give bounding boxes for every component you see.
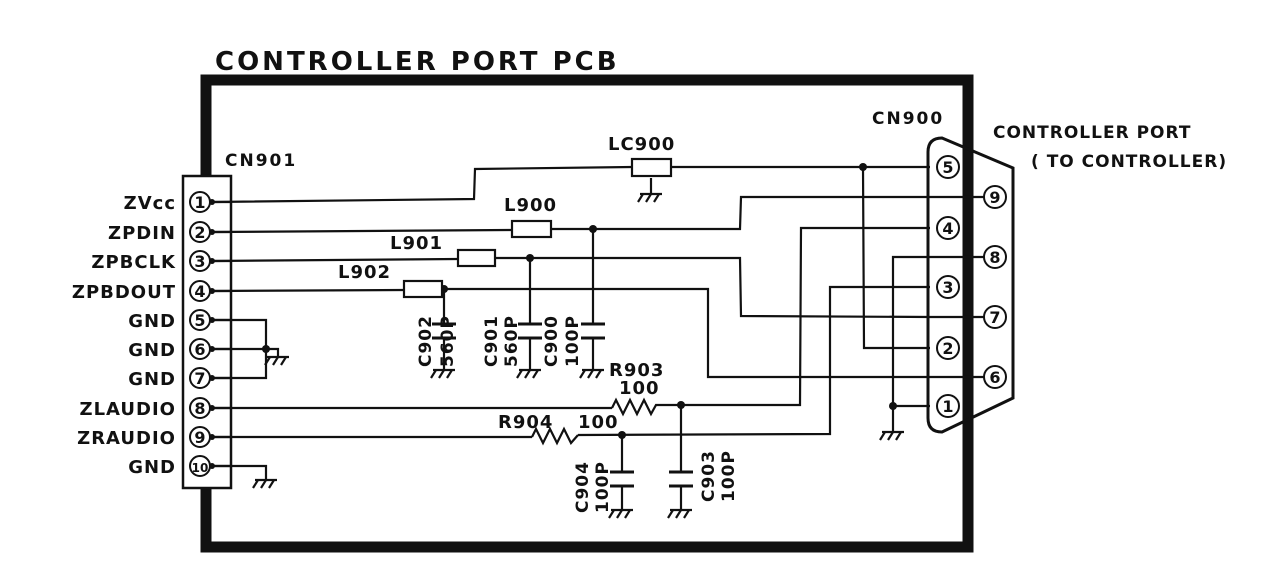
cn901-pin-label: ZVcc	[124, 193, 176, 214]
ground-icon	[430, 368, 455, 379]
c903-value: 100P	[719, 450, 739, 502]
lc900-inductor	[630, 157, 673, 178]
cn900-pin-5	[936, 155, 960, 179]
cn901-pin-label: ZRAUDIO	[77, 428, 176, 449]
cn901-pin-label: ZPDIN	[108, 223, 176, 244]
ground-icon	[667, 508, 692, 519]
cn900-pin-number: 4	[942, 219, 953, 238]
board-title: CONTROLLER PORT PCB	[215, 47, 620, 77]
cn901-pin-number: 2	[194, 223, 205, 242]
r904-value: 100	[578, 412, 619, 433]
c903-label: C903	[699, 450, 719, 502]
controller-port-label: CONTROLLER PORT	[993, 123, 1191, 143]
wires	[211, 165, 931, 510]
cn901-label: CN901	[225, 151, 297, 171]
cn900-pin-number: 1	[942, 397, 953, 416]
ground-icon	[579, 368, 604, 379]
cn900-pin-4	[936, 216, 960, 240]
cn900-pin-number: 6	[989, 368, 1000, 387]
r903-resistor	[611, 397, 660, 417]
cn901-pin-number: 4	[194, 282, 205, 301]
c902-label: C902	[416, 315, 436, 367]
ground-icon	[879, 430, 904, 441]
cn900-pin-9	[983, 185, 1007, 209]
cn901-pin-label: ZPBDOUT	[72, 282, 176, 303]
cn900-pin-number: 5	[942, 158, 953, 177]
capacitor-plates	[432, 322, 693, 488]
cn900-dsub-shell	[926, 136, 1015, 434]
ground-icon	[264, 355, 289, 366]
cn900-pin-7	[983, 305, 1007, 329]
cn901-pin-number: 7	[194, 369, 205, 388]
cn901-pin-label: GND	[128, 369, 176, 390]
l902-label: L902	[338, 262, 391, 283]
l901-label: L901	[390, 233, 443, 254]
cn901-pin-number: 5	[194, 311, 205, 330]
cn900-label: CN900	[872, 109, 944, 129]
cn901-pin-label: ZPBCLK	[91, 252, 176, 273]
c900-label: C900	[542, 315, 562, 367]
ground-symbols	[252, 192, 904, 519]
r904-label: R904	[498, 412, 553, 433]
c901-value: 560P	[502, 315, 522, 367]
cn901-pin-label: GND	[128, 457, 176, 478]
cn901-pin-label: ZLAUDIO	[80, 399, 176, 420]
l900-label: L900	[504, 195, 557, 216]
r904-resistor	[531, 426, 579, 446]
cn900-pins: 1 2 3 4 5 6 7 8 9	[930, 155, 1007, 418]
r903-label: R903	[609, 360, 664, 381]
cn900-pin-1	[936, 394, 960, 418]
l901-inductor	[456, 248, 497, 268]
c904-label: C904	[573, 461, 593, 513]
ground-icon	[516, 368, 541, 379]
c904-value: 100P	[593, 461, 613, 513]
lc900-label: LC900	[608, 134, 675, 155]
cn901-pin-number: 1	[194, 193, 205, 212]
junctions	[209, 163, 897, 469]
cn900-pin-number: 7	[989, 308, 1000, 327]
c901-label: C901	[482, 315, 502, 367]
cn901-pin-label: GND	[128, 340, 176, 361]
cn900-pin-number: 3	[942, 278, 953, 297]
l900-inductor	[510, 219, 553, 239]
cn900-pin-6	[983, 365, 1007, 389]
cn900-pin-8	[983, 245, 1007, 269]
ground-icon	[252, 478, 277, 489]
cn901-pin-number: 9	[194, 428, 205, 447]
cn900-pin-number: 8	[989, 248, 1000, 267]
cn901-pin-number: 10	[192, 461, 209, 475]
c900-value: 100P	[563, 315, 583, 367]
l902-inductor	[402, 279, 444, 299]
cn901-pins: 1ZVcc2ZPDIN3ZPBCLK4ZPBDOUT5GND6GND7GND8Z…	[72, 191, 231, 478]
cn901-pin-number: 8	[194, 399, 205, 418]
cn900-pin-number: 2	[942, 339, 953, 358]
cn900-pin-3	[936, 275, 960, 299]
cn901-pin-number: 6	[194, 340, 205, 359]
ground-icon	[637, 192, 662, 203]
ground-icon	[608, 508, 633, 519]
cn901-pin-label: GND	[128, 311, 176, 332]
controller-port-sublabel: ( TO CONTROLLER)	[1031, 152, 1227, 172]
cn900-pin-2	[936, 336, 960, 360]
c902-value: 560P	[438, 315, 458, 367]
r903-value: 100	[619, 378, 660, 399]
cn900-pin-number: 9	[989, 188, 1000, 207]
cn901-pin-number: 3	[194, 252, 205, 271]
